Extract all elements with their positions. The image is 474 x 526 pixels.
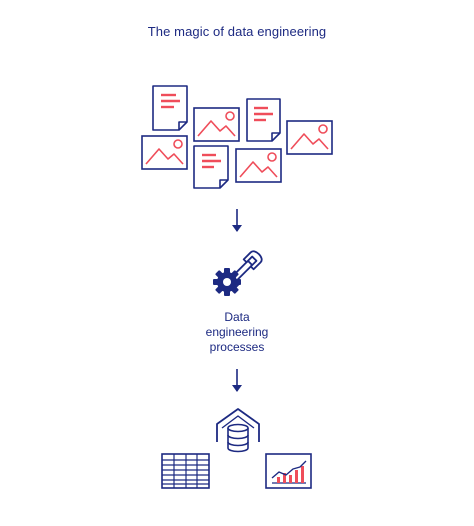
flow-arrow-down-icon (232, 369, 242, 392)
image-icon (286, 120, 333, 155)
process-label: Data engineering processes (0, 310, 474, 355)
image-icon (141, 135, 188, 170)
image-icon (193, 107, 240, 142)
process-label-line-1: Data (224, 310, 250, 324)
process-label-line-3: processes (209, 340, 265, 354)
document-icon (193, 145, 229, 189)
document-icon (246, 98, 281, 142)
document-icon (152, 85, 188, 131)
image-icon (235, 148, 282, 183)
process-label-line-2: engineering (205, 325, 269, 339)
analytics-chart-icon (265, 453, 312, 489)
diagram-title: The magic of data engineering (147, 24, 327, 39)
data-warehouse-icon (216, 408, 260, 453)
flow-arrow-down-icon (232, 209, 242, 232)
raw-data-cluster (141, 85, 333, 189)
spreadsheet-icon (161, 453, 210, 489)
gear-wrench-icon (213, 250, 263, 296)
